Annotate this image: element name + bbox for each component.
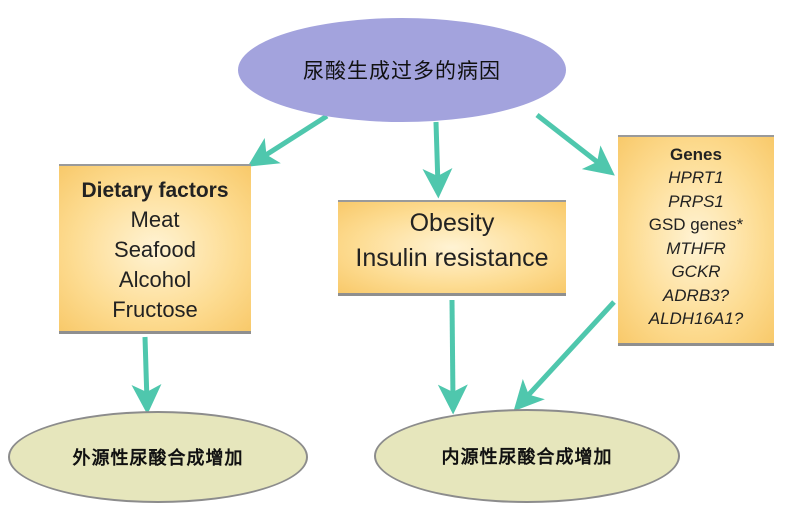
exogenous-node: 外源性尿酸合成增加 <box>8 411 308 503</box>
dietary-header: Dietary factors <box>81 179 229 202</box>
arrow-dietary-to-bottom-left <box>131 336 162 415</box>
exogenous-title: 外源性尿酸合成增加 <box>72 448 244 469</box>
gene-item: MTHFR <box>666 238 726 258</box>
dietary-factors-box: Dietary factors Meat Seafood Alcohol Fru… <box>59 164 251 334</box>
arrow-obesity-to-bottom-right <box>437 299 468 415</box>
gene-item: ADRB3? <box>662 285 730 305</box>
endogenous-node: 内源性尿酸合成增加 <box>374 409 680 503</box>
arrow-top-to-dietary <box>247 113 329 167</box>
dietary-item: Seafood <box>114 237 196 262</box>
gene-item: HPRT1 <box>668 168 724 187</box>
root-title: 尿酸生成过多的病因 <box>303 59 501 83</box>
dietary-item: Meat <box>130 207 180 232</box>
obesity-box: Obesity Insulin resistance <box>338 200 566 296</box>
obesity-item: Obesity <box>409 209 495 237</box>
dietary-item: Alcohol <box>118 267 192 292</box>
arrow-genes-to-bottom-right <box>513 300 616 412</box>
arrow-top-to-genes <box>535 113 615 176</box>
obesity-item: Insulin resistance <box>355 244 549 272</box>
gene-item: ALDH16A1? <box>648 309 744 328</box>
genes-box: Genes HPRT1 PRPS1 GSD genes* MTHFR GCKR … <box>618 135 774 346</box>
genes-header: Genes <box>670 145 722 164</box>
gene-item: PRPS1 <box>668 191 724 211</box>
gene-item: GCKR <box>671 262 721 281</box>
endogenous-title: 内源性尿酸合成增加 <box>441 447 613 468</box>
cause-root-node: 尿酸生成过多的病因 <box>238 18 566 122</box>
arrow-top-to-obesity <box>422 121 453 199</box>
dietary-item: Fructose <box>112 297 198 322</box>
gene-item: GSD genes* <box>648 215 744 234</box>
